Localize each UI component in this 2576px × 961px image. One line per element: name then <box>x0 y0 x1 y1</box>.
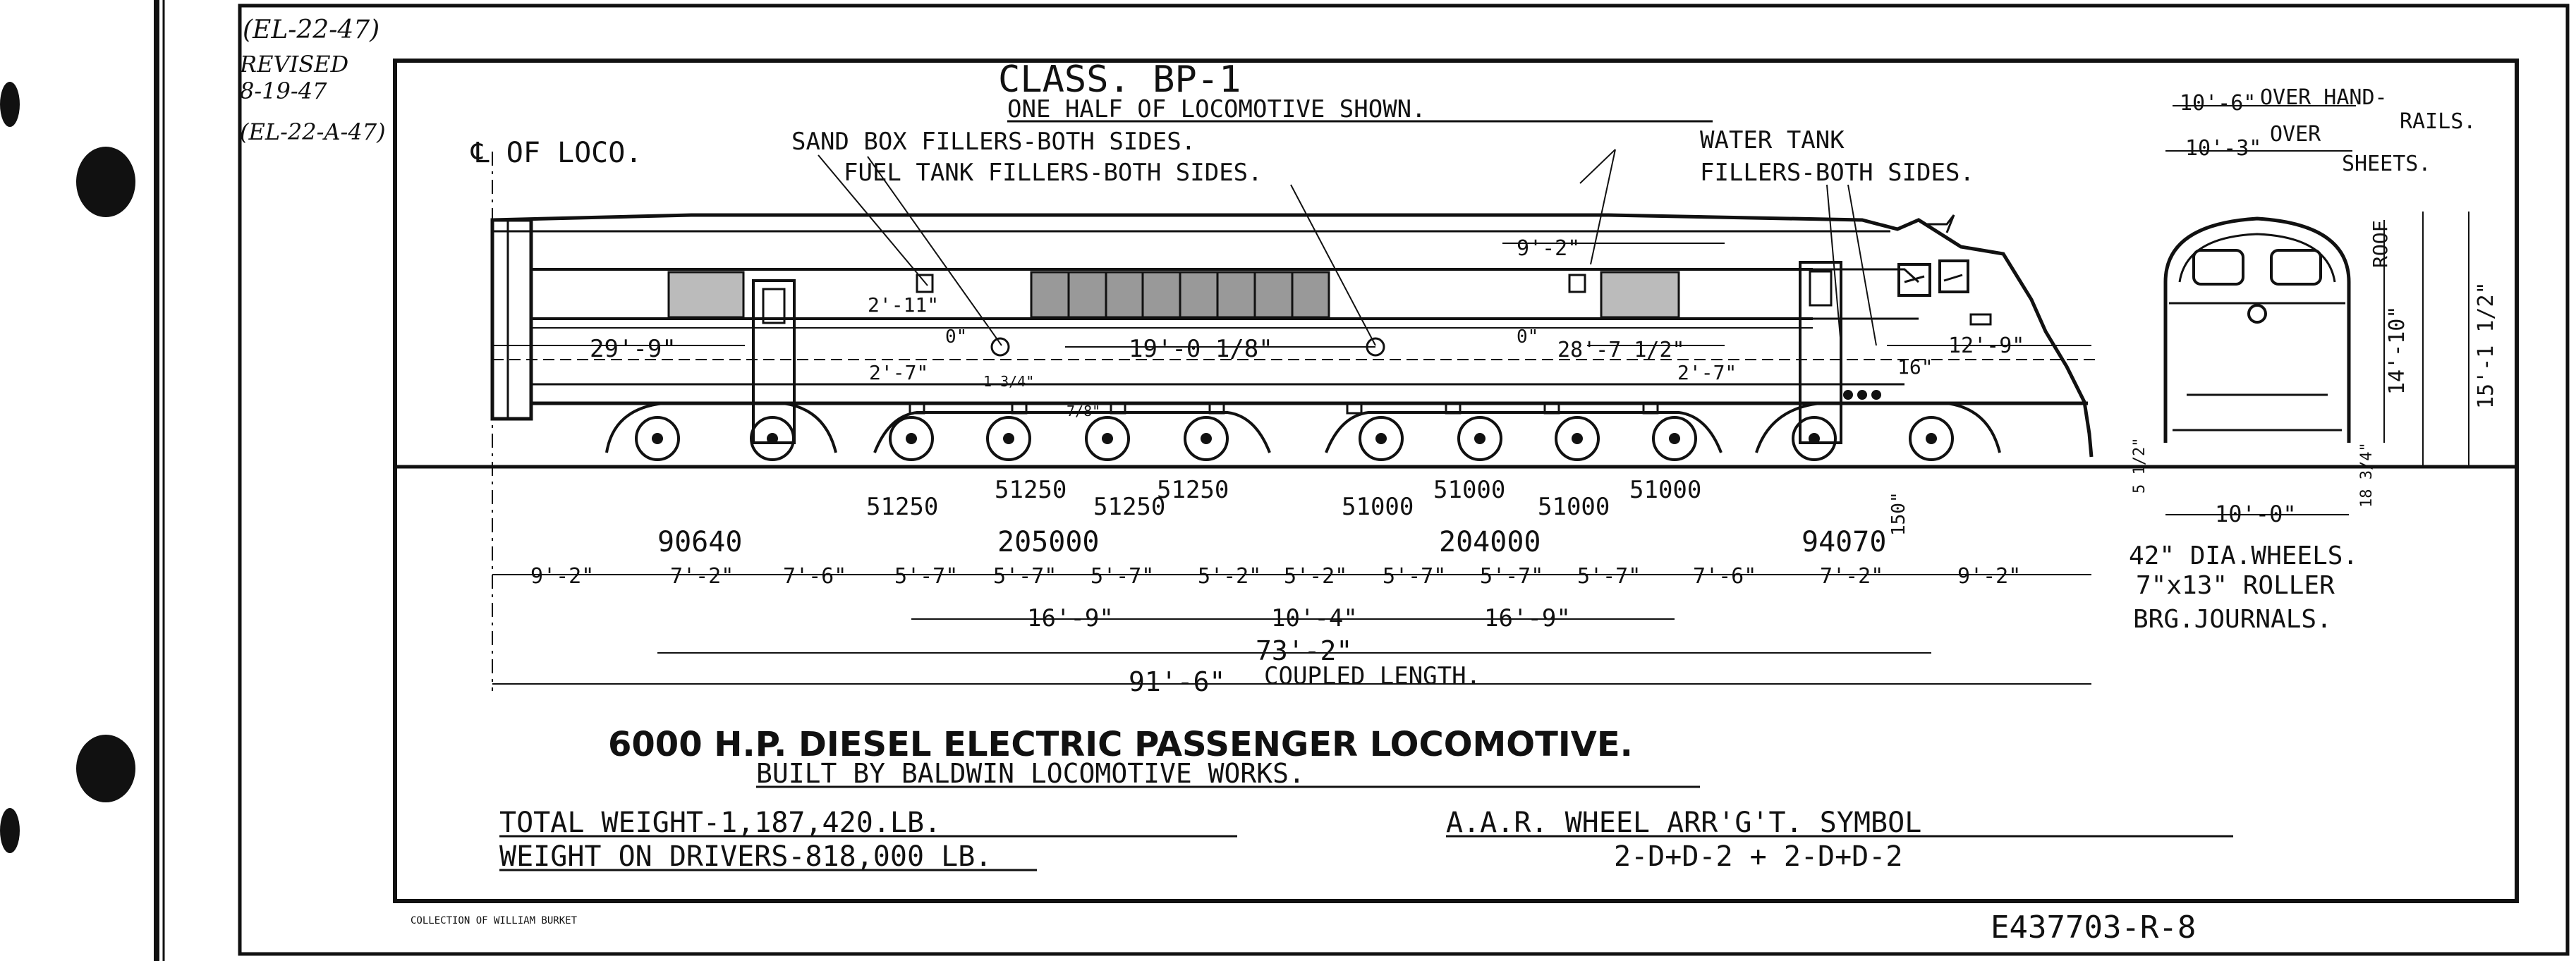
svg-text:28'-7 1/2": 28'-7 1/2" <box>1557 338 1685 362</box>
punch-hole-middle <box>76 147 135 217</box>
svg-text:29'-9": 29'-9" <box>590 335 676 363</box>
fuel-tank-label: FUEL TANK FILLERS-BOTH SIDES. <box>844 159 1263 187</box>
punch-hole-top <box>0 82 20 127</box>
svg-text:7'-6": 7'-6" <box>783 564 846 589</box>
svg-text:5'-7": 5'-7" <box>1383 564 1446 589</box>
svg-text:204000: 204000 <box>1439 526 1541 558</box>
builder-note: BUILT BY BALDWIN LOCOMOTIVE WORKS. <box>756 758 1305 789</box>
svg-text:5'-7": 5'-7" <box>1480 564 1543 589</box>
drawing-number: E437703-R-8 <box>1991 910 2196 945</box>
svg-text:2'-11": 2'-11" <box>868 293 939 317</box>
water-tank-label-1: WATER TANK <box>1700 126 1845 154</box>
svg-text:2'-7": 2'-7" <box>869 361 928 384</box>
half-shown-note: ONE HALF OF LOCOMOTIVE SHOWN. <box>1007 95 1426 123</box>
svg-text:14'-10": 14'-10" <box>2385 306 2410 395</box>
centerline-label: ℄ OF LOCO. <box>470 137 642 169</box>
axle-spacing: 9'-2" 7'-2" 7'-6" 5'-7" 5'-7" 5'-7" 5'-2… <box>492 564 2091 697</box>
axle-loads: 51250 51250 51250 51250 51000 51000 5100… <box>657 476 1909 558</box>
grille-left <box>667 271 745 319</box>
revision-note-3: 8-19-47 <box>240 78 327 104</box>
side-dimensions: 29'-9" 2'-11" 2'-7" 19'-0 1/8" 9'-2" 28'… <box>492 236 2091 420</box>
svg-text:16": 16" <box>1897 355 1933 379</box>
svg-text:1 3/4": 1 3/4" <box>983 373 1034 390</box>
svg-text:51000: 51000 <box>1433 476 1505 504</box>
punch-hole-lower <box>0 808 20 853</box>
svg-text:51250: 51250 <box>866 493 938 521</box>
end-view <box>2158 105 2469 515</box>
svg-text:51000: 51000 <box>1342 493 1414 521</box>
svg-text:9'-2": 9'-2" <box>530 564 594 589</box>
svg-text:OVER HAND-: OVER HAND- <box>2260 85 2388 110</box>
svg-text:RAILS.: RAILS. <box>2400 109 2476 134</box>
svg-text:ROOF: ROOF <box>2369 221 2392 268</box>
sand-box-label: SAND BOX FILLERS-BOTH SIDES. <box>791 128 1196 156</box>
cab-window-1 <box>1897 263 1931 297</box>
svg-text:150": 150" <box>1888 491 1909 536</box>
svg-text:15'-1 1/2": 15'-1 1/2" <box>2474 281 2498 409</box>
bearing-note-1: 7"x13" ROLLER <box>2136 571 2335 600</box>
svg-text:9'-2": 9'-2" <box>1957 564 2021 589</box>
grille-right <box>1600 271 1680 319</box>
aar-label: A.A.R. WHEEL ARR'G'T. SYMBOL <box>1446 807 1921 839</box>
revision-note-1: (EL-22-47) <box>243 16 379 44</box>
revision-note-4: (EL-22-A-47) <box>240 118 386 145</box>
svg-text:18 3/4": 18 3/4" <box>2358 442 2376 508</box>
svg-text:7'-2": 7'-2" <box>1820 564 1883 589</box>
binding-strip <box>154 0 165 961</box>
svg-text:73'-2": 73'-2" <box>1256 635 1352 666</box>
svg-text:5'-7": 5'-7" <box>1090 564 1154 589</box>
svg-text:7/8": 7/8" <box>1067 403 1100 420</box>
svg-text:7'-2": 7'-2" <box>670 564 734 589</box>
bearing-note-2: BRG.JOURNALS. <box>2133 605 2332 634</box>
svg-text:5'-7": 5'-7" <box>1577 564 1641 589</box>
svg-text:0": 0" <box>1517 326 1538 348</box>
end-view-dimensions: 10'-6" OVER HAND- RAILS. 10'-3" OVER SHE… <box>2129 85 2498 634</box>
svg-text:10'-0": 10'-0" <box>2215 501 2297 527</box>
drawing-border <box>393 59 2519 903</box>
svg-text:94070: 94070 <box>1802 526 1886 558</box>
svg-text:19'-0 1/8": 19'-0 1/8" <box>1129 335 1273 363</box>
svg-text:OVER: OVER <box>2270 122 2321 147</box>
svg-text:5'-7": 5'-7" <box>993 564 1057 589</box>
class-title: CLASS. BP-1 <box>998 59 1241 101</box>
water-tank-label-2: FILLERS-BOTH SIDES. <box>1700 159 1974 187</box>
svg-text:90640: 90640 <box>657 526 742 558</box>
svg-text:2'-7": 2'-7" <box>1677 361 1737 384</box>
wheel-diameter-note: 42" DIA.WHEELS. <box>2129 541 2358 570</box>
svg-text:10'-4": 10'-4" <box>1271 604 1358 632</box>
revision-note-2: REVISED <box>239 51 348 78</box>
svg-text:10'-3": 10'-3" <box>2185 136 2261 161</box>
svg-text:5 1/2": 5 1/2" <box>2131 438 2149 494</box>
outer-frame <box>238 4 2570 956</box>
svg-text:51250: 51250 <box>1157 476 1229 504</box>
total-weight: TOTAL WEIGHT-1,187,420.LB. <box>499 807 941 839</box>
aar-symbol: 2-D+D-2 + 2-D+D-2 <box>1614 840 1902 873</box>
svg-text:9'-2": 9'-2" <box>1517 236 1580 261</box>
svg-text:16'-9": 16'-9" <box>1484 604 1571 632</box>
wheel-set <box>635 416 1954 461</box>
svg-text:COUPLED LENGTH.: COUPLED LENGTH. <box>1264 662 1481 690</box>
svg-text:51250: 51250 <box>1093 493 1165 521</box>
door-right <box>1799 261 1842 444</box>
drivers-weight: WEIGHT ON DRIVERS-818,000 LB. <box>499 840 992 873</box>
svg-text:5'-2": 5'-2" <box>1198 564 1261 589</box>
svg-text:91'-6": 91'-6" <box>1129 666 1225 697</box>
svg-text:0": 0" <box>945 326 967 348</box>
punch-hole-bottom <box>76 735 135 802</box>
svg-text:51000: 51000 <box>1629 476 1701 504</box>
svg-text:5'-2": 5'-2" <box>1284 564 1347 589</box>
svg-text:SHEETS.: SHEETS. <box>2342 152 2431 176</box>
svg-text:10'-6": 10'-6" <box>2180 91 2256 116</box>
locomotive-side-elevation <box>395 152 2517 691</box>
svg-text:51000: 51000 <box>1538 493 1610 521</box>
svg-text:205000: 205000 <box>997 526 1100 558</box>
svg-text:16'-9": 16'-9" <box>1027 604 1114 632</box>
svg-text:7'-6": 7'-6" <box>1693 564 1756 589</box>
svg-text:51250: 51250 <box>995 476 1067 504</box>
cab-window-2 <box>1938 259 1969 293</box>
locomotive-title: 6000 H.P. DIESEL ELECTRIC PASSENGER LOCO… <box>608 725 1633 764</box>
svg-text:5'-7": 5'-7" <box>894 564 958 589</box>
collection-credit: COLLECTION OF WILLIAM BURKET <box>411 915 578 926</box>
